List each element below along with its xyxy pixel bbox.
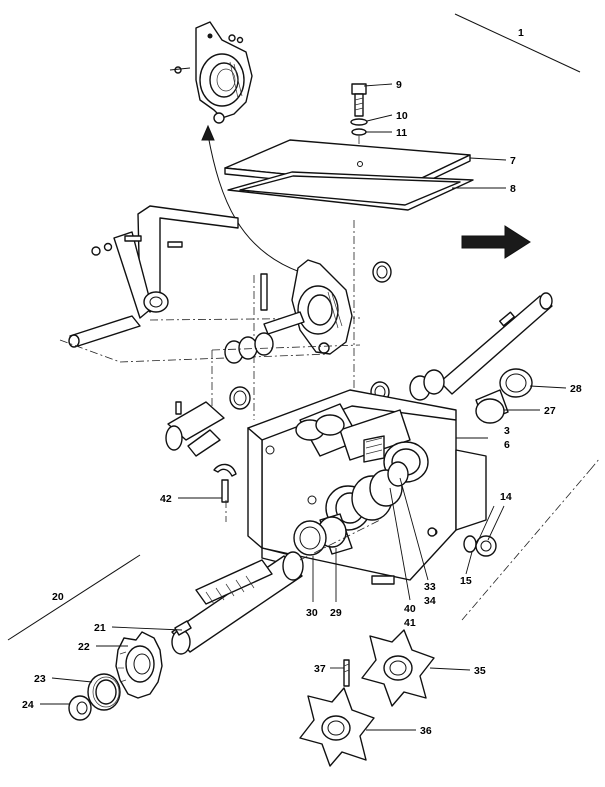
callout-1: 1: [518, 27, 524, 39]
callout-41: 41: [404, 617, 416, 629]
callout-24: 24: [22, 699, 34, 711]
callout-40: 40: [404, 603, 416, 615]
star-knob-lower: [299, 687, 375, 767]
callout-3: 3: [504, 425, 510, 437]
callout-33: 33: [424, 581, 436, 593]
upper-shaft: [370, 292, 553, 424]
callout-11: 11: [396, 127, 407, 139]
bearing-ring-stack: [293, 461, 409, 556]
callout-10: 10: [396, 110, 408, 122]
star-knob-upper: [361, 629, 435, 707]
callout-labels: 1 9 10 11 7 8 28 27 3 6 14 15 42 33 34 4…: [22, 27, 582, 737]
callout-34: 34: [424, 595, 436, 607]
bearing: [87, 673, 121, 711]
callout-14: 14: [500, 491, 512, 503]
callout-21: 21: [94, 622, 106, 634]
callout-36: 36: [420, 725, 432, 737]
callout-15: 15: [460, 575, 472, 587]
callout-7: 7: [510, 155, 516, 167]
direction-arrow-icon: [461, 225, 531, 259]
callout-29: 29: [330, 607, 342, 619]
top-bracket-assembly: [169, 21, 253, 124]
snap-ring: [213, 463, 237, 522]
callout-30: 30: [306, 607, 318, 619]
knob-pin: [343, 659, 350, 687]
input-shaft: [171, 519, 381, 655]
callout-8: 8: [510, 183, 516, 195]
callout-9: 9: [396, 79, 402, 91]
pin-block: [165, 401, 225, 457]
washer: [68, 695, 92, 721]
callout-6: 6: [504, 439, 510, 451]
callout-42: 42: [160, 493, 172, 505]
gearbox-housing: [247, 389, 487, 585]
bushings: [211, 332, 361, 410]
callout-37: 37: [314, 663, 326, 675]
leader-lines: [40, 83, 567, 731]
cover-gasket: [227, 171, 474, 211]
lever-assembly: [59, 205, 361, 363]
sprocket-gear: [115, 631, 163, 699]
assembly-boundary-lines: [7, 13, 601, 641]
callout-35: 35: [474, 665, 486, 677]
callout-27: 27: [544, 405, 556, 417]
callout-28: 28: [570, 383, 582, 395]
callout-20: 20: [52, 591, 64, 603]
shift-bracket-assembly: [253, 220, 392, 420]
callout-22: 22: [78, 641, 90, 653]
callout-23: 23: [34, 673, 46, 685]
